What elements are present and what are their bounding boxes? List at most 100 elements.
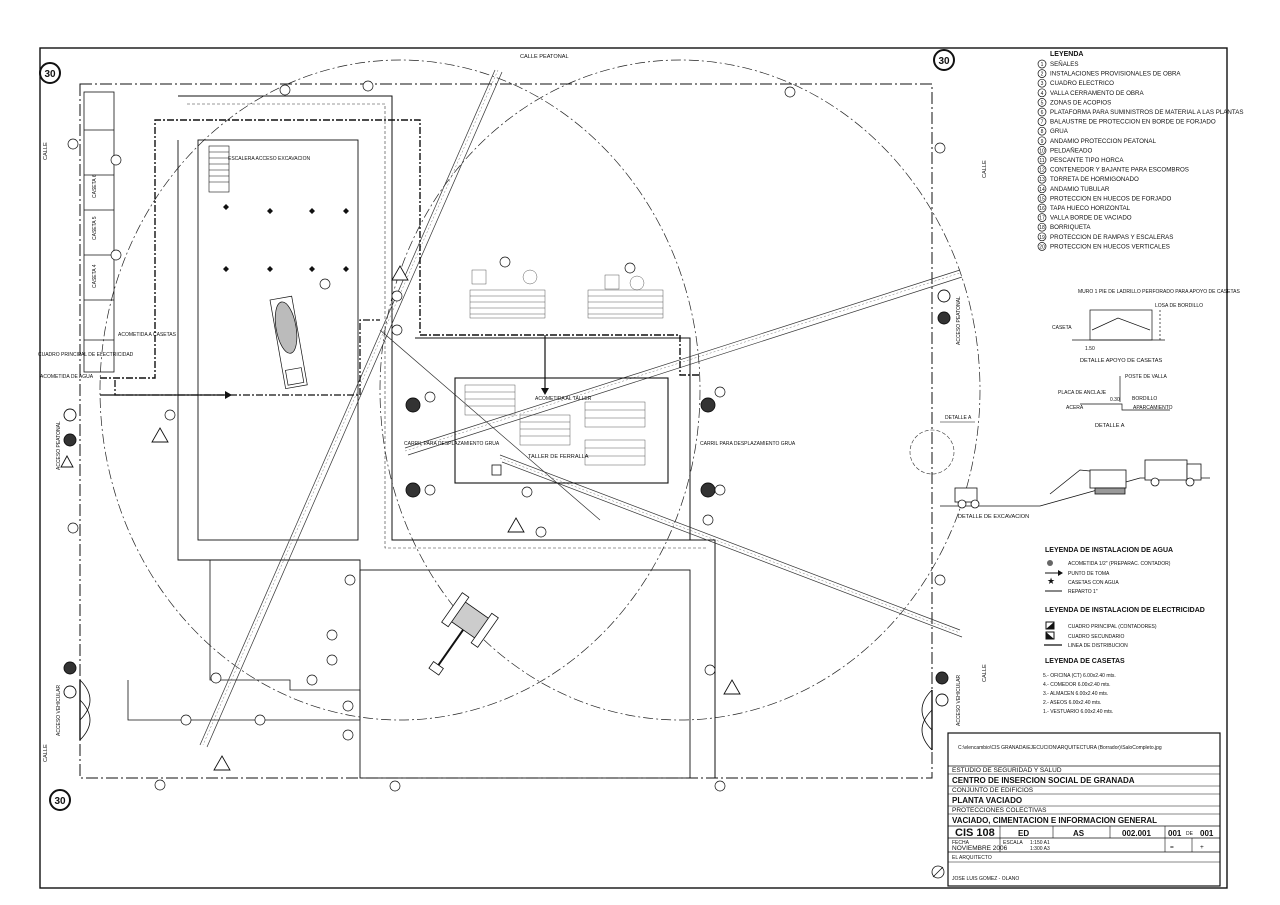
detalle-a-circle xyxy=(909,429,955,475)
tb-project: CENTRO DE INSERCION SOCIAL DE GRANADA xyxy=(952,776,1135,785)
legend-marker-6 xyxy=(1037,107,1047,117)
leyenda-electricidad: LEYENDA DE INSTALACION DE ELECTRICIDAD C… xyxy=(1044,607,1205,649)
legend-number-20: 20 xyxy=(1039,244,1045,250)
legend-marker-20 xyxy=(1037,242,1047,251)
detalle-casetas-note: MURO 1 PIE DE LADRILLO PERFORADO PARA AP… xyxy=(1078,289,1240,295)
stair-hatch xyxy=(208,145,230,193)
tb-phase: ED xyxy=(1018,829,1029,838)
detalle-a-marker-label: DETALLE A xyxy=(945,415,972,421)
legend-marker-9 xyxy=(1037,136,1047,146)
legend-item-4: VALLA CERRAMENTO DE OBRA xyxy=(1050,90,1145,97)
detalle-excavacion-title: DETALLE DE EXCAVACION xyxy=(958,514,1029,520)
taller-racks xyxy=(464,384,646,466)
acometida-agua-label: ACOMETIDA DE AGUA xyxy=(40,374,94,380)
detalle-a-aparcamiento: APARCAMIENTO xyxy=(1133,405,1173,411)
legend-number-15: 15 xyxy=(1039,196,1045,202)
acopio-zone-2 xyxy=(587,274,664,319)
tb-fecha-label: FECHA xyxy=(952,840,970,846)
carril-right-label: CARRIL PARA DESPLAZAMIENTO GRUA xyxy=(700,441,796,447)
legend-marker-19 xyxy=(1037,232,1047,242)
callout-markers xyxy=(67,80,946,792)
taller-ferralla xyxy=(454,377,669,484)
detalle-excavacion: DETALLE DE EXCAVACION xyxy=(940,459,1210,520)
leyenda-agua-item-1: PUNTO DE TOMA xyxy=(1068,571,1110,577)
tb-sym-eq: = xyxy=(1170,844,1174,851)
gate-left xyxy=(79,679,91,741)
column-marks xyxy=(223,204,349,272)
street-left-bottom-label: CALLE xyxy=(43,744,49,762)
detalle-a-placa: PLACA DE ANCLAJE xyxy=(1058,390,1107,396)
speed-sign-bottom-left: 30 xyxy=(49,789,71,811)
acceso-peatonal-right-label: ACCESO PEATONAL xyxy=(956,296,962,345)
street-right-top-label: CALLE xyxy=(982,160,988,178)
svg-text:30: 30 xyxy=(938,56,950,67)
detalle-casetas-title: DETALLE APOYO DE CASETAS xyxy=(1080,358,1162,364)
tb-total: 001 xyxy=(1200,829,1214,838)
tb-path: C:\elencambio\CIS GRANADA\EJECUCION\ARQU… xyxy=(958,745,1162,751)
crane-jibs xyxy=(199,69,963,748)
legend-number-17: 17 xyxy=(1039,216,1045,222)
legend-number-13: 13 xyxy=(1039,177,1045,183)
legend-number-4: 4 xyxy=(1041,91,1044,97)
speed-sign-top-right: 30 xyxy=(933,49,955,71)
caseta-5-label: CASETA 5 xyxy=(92,216,98,240)
tb-plan: PLANTA VACIADO xyxy=(952,796,1022,805)
excavator-icon xyxy=(428,592,499,676)
excavation-inner xyxy=(187,103,708,549)
detalle-a-title: DETALLE A xyxy=(1095,423,1125,429)
site-plan: CASETA 6 CASETA 5 CASETA 4 TALLER DE FER… xyxy=(38,49,988,811)
leyenda-casetas-title: LEYENDA DE CASETAS xyxy=(1045,658,1125,665)
leyenda-elec-item-2: LINEA DE DISTRIBUCION xyxy=(1068,643,1128,649)
acometida-casetas-label: ACOMETIDA A CASETAS xyxy=(118,332,177,338)
detalle-casetas-caseta: CASETA xyxy=(1052,325,1072,331)
leyenda-agua-item-2: CASETAS CON AGUA xyxy=(1068,580,1119,586)
prohibition-sign-icons xyxy=(63,289,951,707)
tb-arquitecto-label: EL ARQUITECTO xyxy=(952,855,992,861)
legend-marker-14 xyxy=(1037,184,1047,194)
casetas-block xyxy=(83,91,115,373)
legend-marker-16 xyxy=(1037,203,1047,213)
detalle-apoyo-casetas: MURO 1 PIE DE LADRILLO PERFORADO PARA AP… xyxy=(1052,289,1240,364)
legend-marker-18 xyxy=(1037,222,1047,232)
legend-item-3: CUADRO ELECTRICO xyxy=(1050,80,1114,87)
gate-right xyxy=(921,689,933,751)
legend-title: LEYENDA xyxy=(1050,51,1083,58)
crane-radius-left xyxy=(99,59,701,721)
leyenda-elec-title: LEYENDA DE INSTALACION DE ELECTRICIDAD xyxy=(1045,607,1205,614)
detalle-casetas-dim: 1.50 xyxy=(1085,346,1095,352)
carril-left-label: CARRIL PARA DESPLAZAMIENTO GRUA xyxy=(404,441,500,447)
legend-number-12: 12 xyxy=(1039,168,1045,174)
legend-number-11: 11 xyxy=(1039,158,1044,164)
legend-number-9: 9 xyxy=(1041,139,1044,145)
legend-marker-7 xyxy=(1037,117,1047,126)
legend-number-8: 8 xyxy=(1041,129,1044,135)
pit-left xyxy=(177,140,361,680)
sheet-border xyxy=(39,47,1228,889)
leyenda-casetas-item-0: 5.- OFICINA (CT) 6.00x2.40 mts. xyxy=(1043,673,1116,679)
svg-text:★: ★ xyxy=(1047,576,1055,586)
legend-item-10: PELDAÑEADO xyxy=(1050,147,1092,154)
legend-marker-8 xyxy=(1037,126,1047,136)
legend-item-13: TORRETA DE HORMIGONADO xyxy=(1050,176,1139,183)
svg-text:30: 30 xyxy=(54,796,66,807)
legend-item-14: ANDAMIO TUBULAR xyxy=(1050,186,1110,193)
legend-marker-10 xyxy=(1037,146,1047,155)
tb-de: DE xyxy=(1186,831,1194,837)
legend-marker-13 xyxy=(1037,174,1047,184)
legend-number-14: 14 xyxy=(1039,187,1045,193)
tb-discipline: AS xyxy=(1073,829,1085,838)
legend-number-3: 3 xyxy=(1041,81,1044,87)
detalle-a: POSTE DE VALLA PLACA DE ANCLAJE 0.30 BOR… xyxy=(1058,374,1173,429)
excavation-outline xyxy=(178,95,716,778)
legend-item-6: PLATAFORMA PARA SUMINISTROS DE MATERIAL … xyxy=(1050,109,1243,116)
legend-marker-4 xyxy=(1037,88,1047,98)
legend-number-2: 2 xyxy=(1041,72,1044,78)
slab-line xyxy=(415,337,691,540)
legend-item-12: CONTENEDOR Y BAJANTE PARA ESCOMBROS xyxy=(1050,167,1189,174)
tb-protections: PROTECCIONES COLECTIVAS xyxy=(952,807,1047,814)
leyenda-casetas-item-2: 3.- ALMACEN 6.00x2.40 mts. xyxy=(1043,691,1108,697)
legend-marker-12 xyxy=(1037,165,1047,174)
legend-item-8: GRUA xyxy=(1050,128,1069,135)
